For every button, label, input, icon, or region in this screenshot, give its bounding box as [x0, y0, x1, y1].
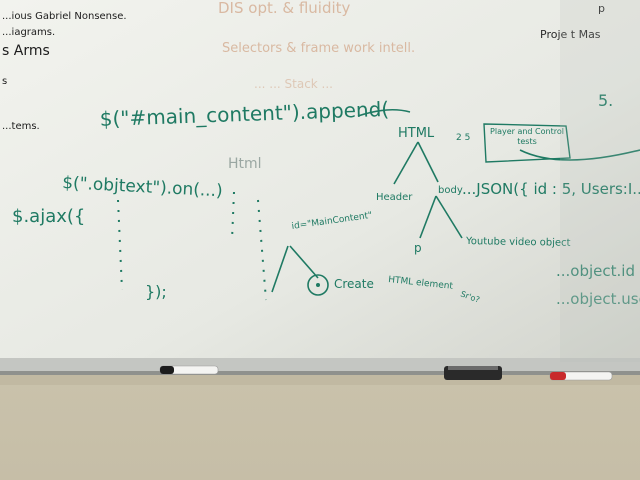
player-box-label-wrap: Player and Control tests	[490, 127, 564, 146]
left-note-1: ...ious Gabriel Nonsense.	[2, 11, 127, 22]
top-right-note-1: Proje t Mas	[540, 28, 601, 41]
html-note: Html	[228, 156, 262, 172]
tree-body: body	[438, 185, 463, 196]
left-note-5: ...tems.	[2, 121, 40, 132]
tray-shadow	[0, 375, 640, 385]
eraser[interactable]	[444, 366, 502, 380]
left-note-2: ...iagrams.	[2, 27, 55, 38]
tree-video: Youtube video object	[465, 236, 571, 249]
left-notes: ...ious Gabriel Nonsense. ...iagrams. s …	[2, 11, 127, 132]
right-code-3: ...object.user...	[556, 290, 640, 308]
top-right-note-2: p	[598, 2, 605, 15]
left-note-3: s Arms	[2, 43, 50, 59]
top-right-notes: Proje t Mas p	[540, 2, 605, 41]
create-note: Create	[334, 277, 374, 291]
dotted-guides	[117, 191, 267, 301]
misc-25: 2 5	[456, 133, 470, 143]
dom-tree: HTML Header body p Youtube video object …	[376, 126, 571, 305]
marker-right[interactable]	[549, 371, 613, 381]
ghost-line-3: ... ... Stack ...	[254, 77, 333, 91]
code-close: });	[145, 282, 167, 301]
whiteboard	[0, 0, 640, 362]
ghost-line-2: Selectors & frame work intell.	[222, 41, 415, 56]
marker-left[interactable]	[159, 365, 219, 375]
player-box-label: Player and Control tests	[490, 127, 564, 146]
tree-head: Header	[376, 192, 413, 203]
misc-5: 5.	[598, 91, 613, 110]
tree-p: p	[414, 241, 422, 255]
right-code: ...JSON({ id : 5, Users:I... ...object.i…	[462, 180, 640, 308]
dom-tree-lines	[271, 108, 640, 296]
board-shade	[560, 0, 640, 362]
code-line-3: $.ajax({	[12, 206, 85, 227]
left-note-4: s	[2, 76, 7, 87]
create-circle	[307, 274, 329, 296]
right-code-1: ...JSON({ id : 5, Users:I...	[462, 180, 640, 198]
marker-tray-edge	[0, 371, 640, 375]
ghost-line-1: DIS opt. & fluidity	[218, 0, 351, 17]
marker-tray	[0, 358, 640, 372]
ghost-writing: DIS opt. & fluidity Selectors & frame wo…	[218, 0, 415, 91]
tree-root: HTML	[398, 126, 435, 141]
right-code-2: ...object.id	[556, 262, 635, 280]
player-box	[483, 123, 571, 163]
